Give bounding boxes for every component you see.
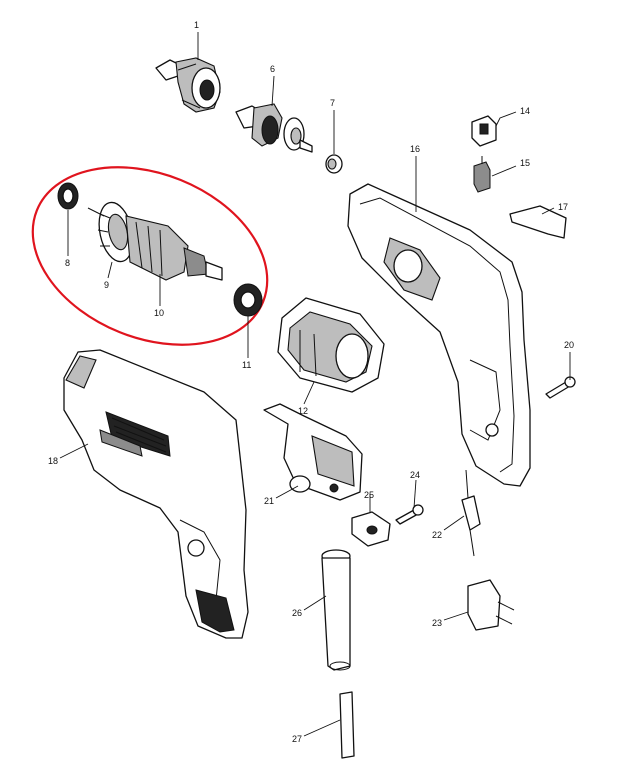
callout-8: 8 — [65, 258, 70, 268]
callout-22: 22 — [432, 530, 442, 540]
callout-1: 1 — [194, 20, 199, 30]
part-17-label-plate[interactable] — [509, 205, 567, 239]
callout-23: 23 — [432, 618, 442, 628]
callout-7: 7 — [330, 98, 335, 108]
callout-labels: 1 6 7 14 15 16 17 8 9 10 11 12 18 20 21 … — [48, 20, 574, 744]
callout-9: 9 — [104, 280, 109, 290]
callout-27: 27 — [292, 734, 302, 744]
part-15-carbon-brush[interactable] — [473, 156, 491, 193]
highlight-ellipse — [31, 166, 269, 346]
part-16-housing[interactable] — [347, 183, 531, 487]
part-12-field-stator[interactable] — [277, 297, 385, 393]
callout-6: 6 — [270, 64, 275, 74]
callout-24: 24 — [410, 470, 420, 480]
part-26-cord-guard[interactable] — [321, 549, 351, 671]
callout-15: 15 — [520, 158, 530, 168]
callout-21: 21 — [264, 496, 274, 506]
callout-26: 26 — [292, 608, 302, 618]
part-18-housing-set[interactable] — [63, 349, 249, 639]
callout-20: 20 — [564, 340, 574, 350]
part-23-capacitor[interactable] — [467, 579, 515, 631]
part-6-spindle[interactable] — [235, 103, 313, 153]
part-10-armature[interactable] — [87, 207, 223, 281]
part-24-screw[interactable] — [395, 504, 424, 525]
callout-17: 17 — [558, 202, 568, 212]
callout-16: 16 — [410, 144, 420, 154]
callout-10: 10 — [154, 308, 164, 318]
callout-25: 25 — [364, 490, 374, 500]
part-8-bearing[interactable] — [57, 182, 79, 210]
callout-14: 14 — [520, 106, 530, 116]
part-21-switch[interactable] — [263, 403, 363, 501]
part-25-cord-clamp[interactable] — [351, 511, 391, 547]
part-27-cord[interactable] — [339, 691, 355, 759]
part-11-bearing[interactable] — [233, 283, 263, 317]
part-7-bearing[interactable] — [325, 154, 343, 174]
part-1-drill-chuck[interactable] — [155, 57, 221, 113]
leader-lines — [59, 32, 571, 737]
callout-11: 11 — [242, 360, 251, 370]
callout-18: 18 — [48, 456, 58, 466]
part-14-brush-holder[interactable] — [471, 115, 497, 147]
part-22-noise-suppressor[interactable] — [461, 469, 481, 557]
callout-12: 12 — [298, 406, 308, 416]
part-20-screw[interactable] — [545, 376, 576, 399]
